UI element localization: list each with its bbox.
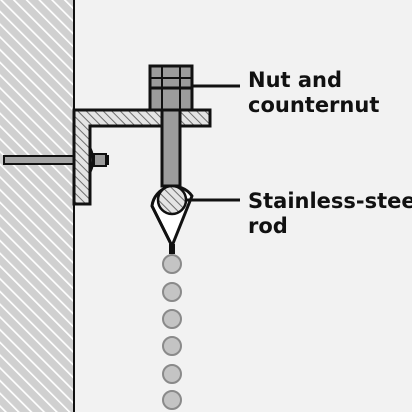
chain-ball	[162, 390, 182, 410]
callout-nut-and-counternut: Nut and counternut	[248, 68, 379, 118]
chain-ball	[162, 309, 182, 329]
chain-ball	[162, 336, 182, 356]
callout-stainless-steel-rod: Stainless-steel rod	[248, 189, 412, 239]
callout-rod-line2: rod	[248, 214, 288, 238]
wall	[0, 0, 74, 412]
callout-nut-line1: Nut and	[248, 68, 343, 92]
chain	[162, 254, 182, 410]
callout-nut-line2: counternut	[248, 93, 380, 117]
threaded-rod	[160, 102, 182, 188]
chain-ball	[162, 254, 182, 274]
stainless-steel-rod-section	[156, 184, 188, 216]
hook-loop	[150, 184, 194, 254]
chain-ball	[162, 282, 182, 302]
nut-and-counternut	[148, 64, 194, 112]
chain-ball	[162, 364, 182, 384]
callout-rod-line1: Stainless-steel	[248, 189, 412, 213]
angle-bracket	[72, 108, 212, 206]
